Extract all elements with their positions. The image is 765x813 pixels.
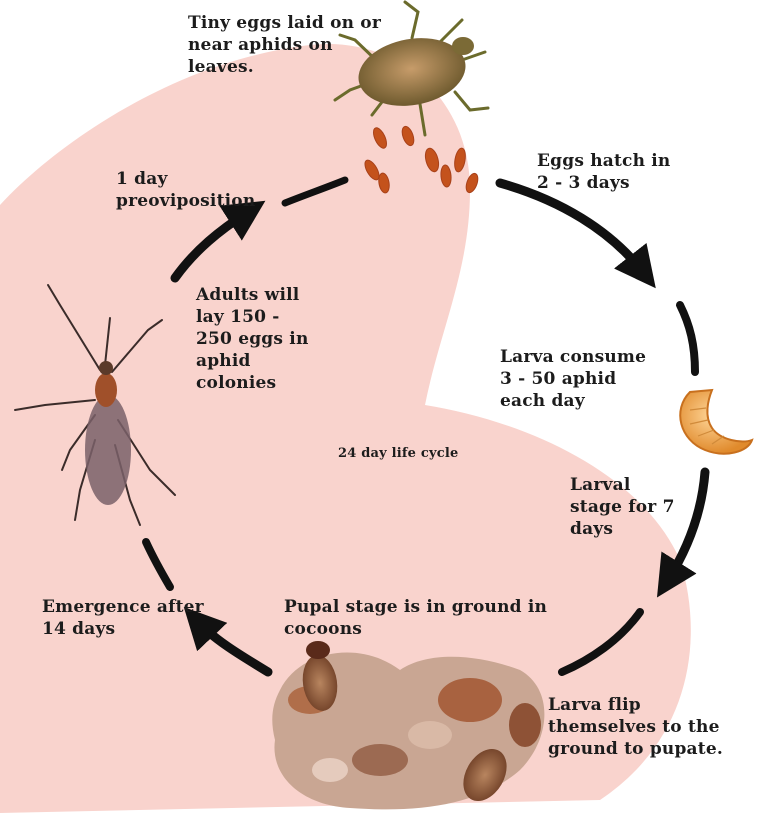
label-larva-flip: Larva flip themselves to the ground to p… (548, 694, 723, 760)
label-preoviposition: 1 day preoviposition (116, 168, 255, 212)
larva-illustration (680, 390, 752, 454)
label-emergence: Emergence after 14 days (42, 596, 204, 640)
arrow-eggs-to-hatch (500, 183, 643, 272)
label-pupal-stage: Pupal stage is in ground in cocoons (284, 596, 547, 640)
label-larval-stage: Larval stage for 7 days (570, 474, 675, 540)
label-eggs-hatch: Eggs hatch in 2 - 3 days (537, 150, 671, 194)
label-larva-consume: Larva consume 3 - 50 aphid each day (500, 346, 646, 412)
label-eggs-laid: Tiny eggs laid on or near aphids on leav… (188, 12, 381, 78)
label-adults-lay: Adults will lay 150 - 250 eggs in aphid … (196, 284, 309, 394)
label-life-cycle-length: 24 day life cycle (338, 446, 458, 462)
arrow-hatch-to-larva (680, 305, 695, 372)
